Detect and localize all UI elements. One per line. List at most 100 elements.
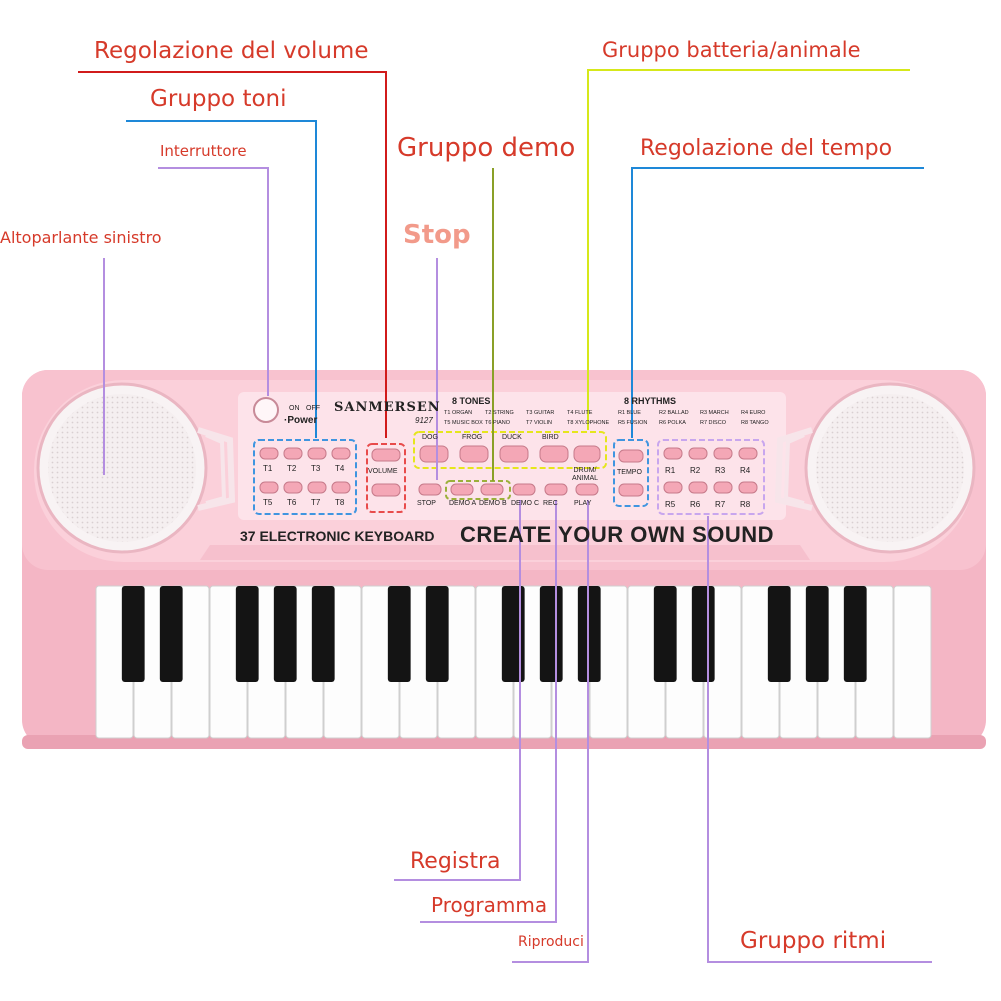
black-key[interactable] [425, 586, 449, 682]
callout-program: Programma [431, 893, 548, 917]
black-key[interactable] [235, 586, 259, 682]
rhythm-list-item: R5 FUSION [618, 420, 648, 426]
black-key[interactable] [501, 586, 525, 682]
tone-list-item: T6 PIANO [485, 420, 511, 426]
tone-button-t1[interactable] [259, 447, 279, 460]
rhythm-button-label: R1 [665, 466, 676, 475]
piano-keys [95, 585, 932, 739]
black-key[interactable] [387, 586, 411, 682]
bottom-button-label: PLAY [574, 500, 592, 507]
white-key[interactable] [893, 585, 932, 739]
tempo-down-button[interactable] [618, 483, 644, 497]
animal-button-frog[interactable] [459, 445, 489, 463]
stop-button[interactable] [418, 483, 442, 496]
tone-button-t4[interactable] [331, 447, 351, 460]
drum-animal-button[interactable] [573, 445, 601, 463]
power-off-label: OFF [306, 405, 320, 412]
volume-up-button[interactable] [371, 448, 401, 462]
bottom-button-label: DEMO C [511, 500, 539, 507]
rhythm-list-item: R2 BALLAD [659, 410, 689, 416]
rhythm-button-r1[interactable] [663, 447, 683, 460]
animal-button-duck[interactable] [499, 445, 529, 463]
rhythm-button-label: R7 [715, 500, 726, 509]
leader-lines [78, 69, 932, 963]
black-key[interactable] [805, 586, 829, 682]
rhythm-list-item: R8 TANGO [741, 420, 769, 426]
volume-down-button[interactable] [371, 483, 401, 497]
animal-label: BIRD [542, 434, 559, 441]
tone-list-item: T7 VIOLIN [526, 420, 552, 426]
tone-button-t6[interactable] [283, 481, 303, 494]
model-text: 37 ELECTRONIC KEYBOARD [240, 528, 435, 544]
tones-header: 8 TONES [452, 396, 491, 406]
rhythm-buttons [663, 447, 758, 494]
left-speaker [36, 382, 236, 554]
bottom-button-label: DEMO A [449, 500, 477, 507]
demo-a-button[interactable] [450, 483, 474, 496]
tone-button-label: T6 [287, 498, 297, 507]
tone-button-label: T7 [311, 498, 321, 507]
callout-tempo: Regolazione del tempo [640, 136, 893, 161]
bottom-buttons [418, 483, 599, 496]
tones-group-box [253, 439, 357, 515]
rhythm-button-label: R8 [740, 500, 751, 509]
tone-button-t5[interactable] [259, 481, 279, 494]
volume-group-box [366, 443, 406, 513]
rhythm-button-r3[interactable] [713, 447, 733, 460]
black-key[interactable] [691, 586, 715, 682]
tone-button-label: T8 [335, 498, 345, 507]
black-key[interactable] [539, 586, 563, 682]
rhythm-button-r6[interactable] [688, 481, 708, 494]
black-key[interactable] [577, 586, 601, 682]
brand-label: SANMERSEN [334, 400, 441, 415]
tone-button-t3[interactable] [307, 447, 327, 460]
animal-label: FROG [462, 434, 483, 441]
callout-left-speaker: Altoparlante sinistro [0, 228, 162, 247]
rhythm-button-r5[interactable] [663, 481, 683, 494]
tone-button-label: T4 [335, 464, 345, 473]
rhythm-button-r2[interactable] [688, 447, 708, 460]
black-key[interactable] [121, 586, 145, 682]
tone-button-label: T1 [263, 464, 273, 473]
power-switch[interactable] [253, 397, 279, 423]
rhythms-group-box [657, 439, 765, 515]
demo-group-box [445, 480, 511, 500]
black-key[interactable] [843, 586, 867, 682]
rhythm-list-item: R1 BLUE [618, 410, 641, 416]
callout-volume: Regolazione del volume [94, 38, 369, 64]
callout-rhythms: Gruppo ritmi [740, 928, 887, 954]
black-key[interactable] [159, 586, 183, 682]
bottom-button-label: STOP [417, 500, 436, 507]
rhythm-button-r8[interactable] [738, 481, 758, 494]
tone-button-t8[interactable] [331, 481, 351, 494]
demo-c-button[interactable] [512, 483, 536, 496]
tone-list-item: T3 GUITAR [526, 410, 555, 416]
black-key[interactable] [311, 586, 335, 682]
tone-list-item: T5 MUSIC BOX [444, 420, 483, 426]
tempo-up-button[interactable] [618, 449, 644, 463]
tone-buttons [259, 447, 351, 494]
tone-list-item: T2 STRING [485, 410, 514, 416]
play-button[interactable] [575, 483, 599, 496]
black-key[interactable] [767, 586, 791, 682]
right-speaker [774, 382, 976, 554]
callout-demo: Gruppo demo [397, 133, 576, 163]
rhythm-button-r7[interactable] [713, 481, 733, 494]
tone-button-t7[interactable] [307, 481, 327, 494]
drum-animal-label: DRUM/ ANIMAL [572, 467, 599, 482]
black-key[interactable] [273, 586, 297, 682]
rhythm-button-label: R4 [740, 466, 751, 475]
power-label: ·Power [284, 415, 318, 426]
animal-button-dog[interactable] [419, 445, 449, 463]
animal-button-bird[interactable] [539, 445, 569, 463]
rec-button[interactable] [544, 483, 568, 496]
bottom-button-label: REC [543, 500, 558, 507]
demo-b-button[interactable] [480, 483, 504, 496]
tone-button-label: T2 [287, 464, 297, 473]
tone-button-t2[interactable] [283, 447, 303, 460]
rhythm-button-r4[interactable] [738, 447, 758, 460]
volume-label: VOLUME [368, 468, 398, 475]
tempo-group-box [613, 439, 649, 507]
black-key[interactable] [653, 586, 677, 682]
